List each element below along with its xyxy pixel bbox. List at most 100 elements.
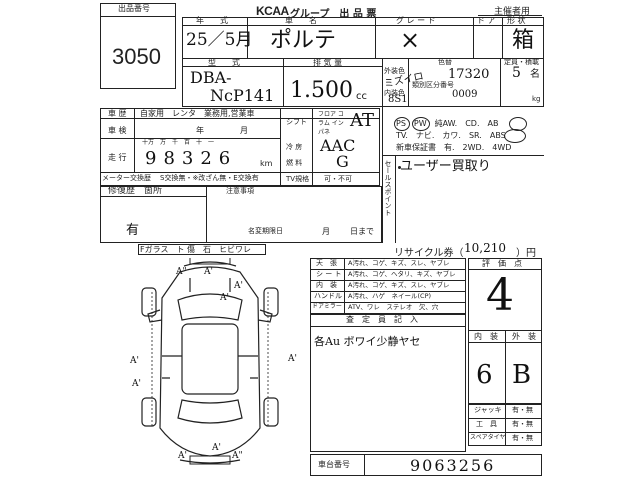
history-col1 (134, 108, 135, 172)
inspector-header-line (310, 326, 466, 327)
displacement-value: 1.500 (290, 78, 353, 103)
mileage-units: 十万 万 千 百 十 一 (142, 139, 215, 146)
condition-row3 (310, 291, 466, 292)
condition-row1 (310, 269, 466, 270)
top-grid-col4 (502, 17, 503, 58)
abs-circle (504, 129, 526, 143)
warranty-row: 新車保証書 有. 2WD. 4WD (396, 143, 512, 152)
chassis-label: 車台番号 (318, 460, 350, 469)
top-grid-row2 (182, 58, 544, 59)
body-label: 形 状 (507, 16, 526, 25)
doors-label: ド ア (477, 16, 496, 25)
inspection-year: 年 (196, 126, 204, 135)
repair-table (100, 186, 382, 243)
year-label: 年 式 (196, 16, 228, 25)
repair-row (100, 196, 206, 197)
shift-label: シフト (286, 118, 307, 126)
cc-unit: cc (356, 91, 367, 102)
notes-bullet (398, 166, 401, 169)
model-label: 型 式 (208, 58, 240, 67)
name-change-day: 日まで (350, 227, 374, 236)
class-no-value: 0009 (452, 89, 478, 100)
lot-number-label: 出品番号 (118, 4, 150, 13)
outside-score: B (512, 360, 532, 390)
model-value-1: DBA- (190, 68, 232, 87)
meter-label: メーター交換歴 (102, 174, 151, 182)
top-grid-row1 (182, 25, 544, 26)
dent-mark-3: A' (234, 281, 243, 291)
seller-point-label: セールスポイント (384, 160, 392, 216)
inspection-month: 月 (240, 126, 248, 135)
usage-options: 自家用 レンタ 業務用,営業車 (140, 109, 255, 118)
name-change-month: 月 (322, 227, 330, 236)
inside-label: 内 装 (474, 332, 498, 341)
chassis-col (364, 454, 365, 476)
glass-box (138, 244, 266, 255)
cond-row-items-3: A汚れ、コゲ、キズ、スレ、ヤブレ (348, 281, 450, 289)
name-change-label: 名変期限日 (248, 227, 283, 235)
km-unit: km (260, 159, 273, 168)
cond-row-items-4: A汚れ、ハゲ ネイール(CP) (348, 292, 432, 300)
top-grid-col7 (408, 58, 409, 107)
chassis-value: 9063256 (410, 456, 496, 475)
tv-label: TV規格 (286, 175, 310, 183)
repair-col (206, 186, 207, 243)
pw-circle (412, 117, 430, 131)
car-body-diagram (141, 258, 279, 465)
top-grid-col5 (283, 58, 284, 107)
dent-mark-4: A' (220, 293, 229, 303)
condition-row4 (310, 302, 466, 303)
cond-row-name-4: ハンドル (314, 292, 342, 300)
cond-row-name-5: ドアミラー (312, 303, 342, 310)
equipment-row2: TV. ナビ. カワ. SR. ABS (396, 131, 506, 140)
tools-label: 工 具 (476, 420, 497, 428)
body-value: 箱 (512, 28, 535, 53)
top-grid-col1 (247, 17, 248, 58)
dent-mark-10: A' (178, 451, 187, 461)
repair-label: 修復歴 箇所 (108, 186, 163, 196)
spare-label: スペアタイヤ (470, 434, 506, 441)
cond-row-items-5: ATV、ワレ ステレオ 欠、穴 (348, 303, 439, 311)
dent-mark-9: A" (232, 451, 243, 461)
class-no-label: 類別区分番号 (412, 81, 454, 89)
form-title: グループ 出 品 票 (290, 9, 377, 20)
kcaa-logo: KCAA (256, 4, 289, 18)
interior-value: 8S1 (388, 94, 408, 105)
history-table (100, 108, 380, 186)
interior-label: 内装色 (384, 89, 405, 97)
recycle-yen: ）円 (516, 248, 536, 259)
top-grid-col3 (473, 17, 474, 58)
capacity-label: 定員・積載 (504, 58, 539, 66)
lot-number-box (100, 3, 176, 89)
inside-score: 6 (476, 360, 493, 390)
mileage-label: 走 行 (108, 153, 127, 162)
dent-mark-5: A' (288, 354, 297, 364)
grade-score: 4 (486, 270, 514, 321)
inspector-box (310, 314, 466, 452)
eval-header-line (468, 269, 542, 270)
equipment-bottom (382, 155, 544, 156)
fuel-value: G (336, 152, 349, 171)
seller-point-divider (382, 107, 383, 243)
usage-label: 車 歴 (108, 109, 127, 118)
condition-col (344, 258, 345, 314)
car-name-value: ポルテ (270, 28, 337, 53)
equipment-row1: PS PW 純AW. CD. AB (396, 119, 499, 128)
dent-mark-8: A' (212, 443, 221, 453)
displacement-label: 排 気 量 (313, 58, 343, 67)
history-row2 (100, 138, 280, 139)
dent-mark-1: A" (176, 267, 187, 277)
condition-table (310, 258, 466, 314)
color-no-label: 色替 (438, 58, 452, 66)
inspector-note: 各Au ボワイ少静ヤセ (314, 335, 421, 348)
repair-value: 有 (126, 223, 140, 238)
notes-label: 注意事項 (226, 187, 254, 195)
inspector-label: 査 定 員 記 入 (346, 315, 418, 324)
seat-unit: 名 (530, 69, 540, 80)
glass-label: Fガラス ト 傷 石 ヒビワレ (140, 245, 251, 254)
dent-mark-2: A' (204, 267, 213, 277)
capacity-value: 5 (512, 65, 521, 81)
accessory-col (505, 404, 506, 446)
dent-mark-7: A' (132, 379, 141, 389)
top-grid-row3 (182, 66, 382, 67)
